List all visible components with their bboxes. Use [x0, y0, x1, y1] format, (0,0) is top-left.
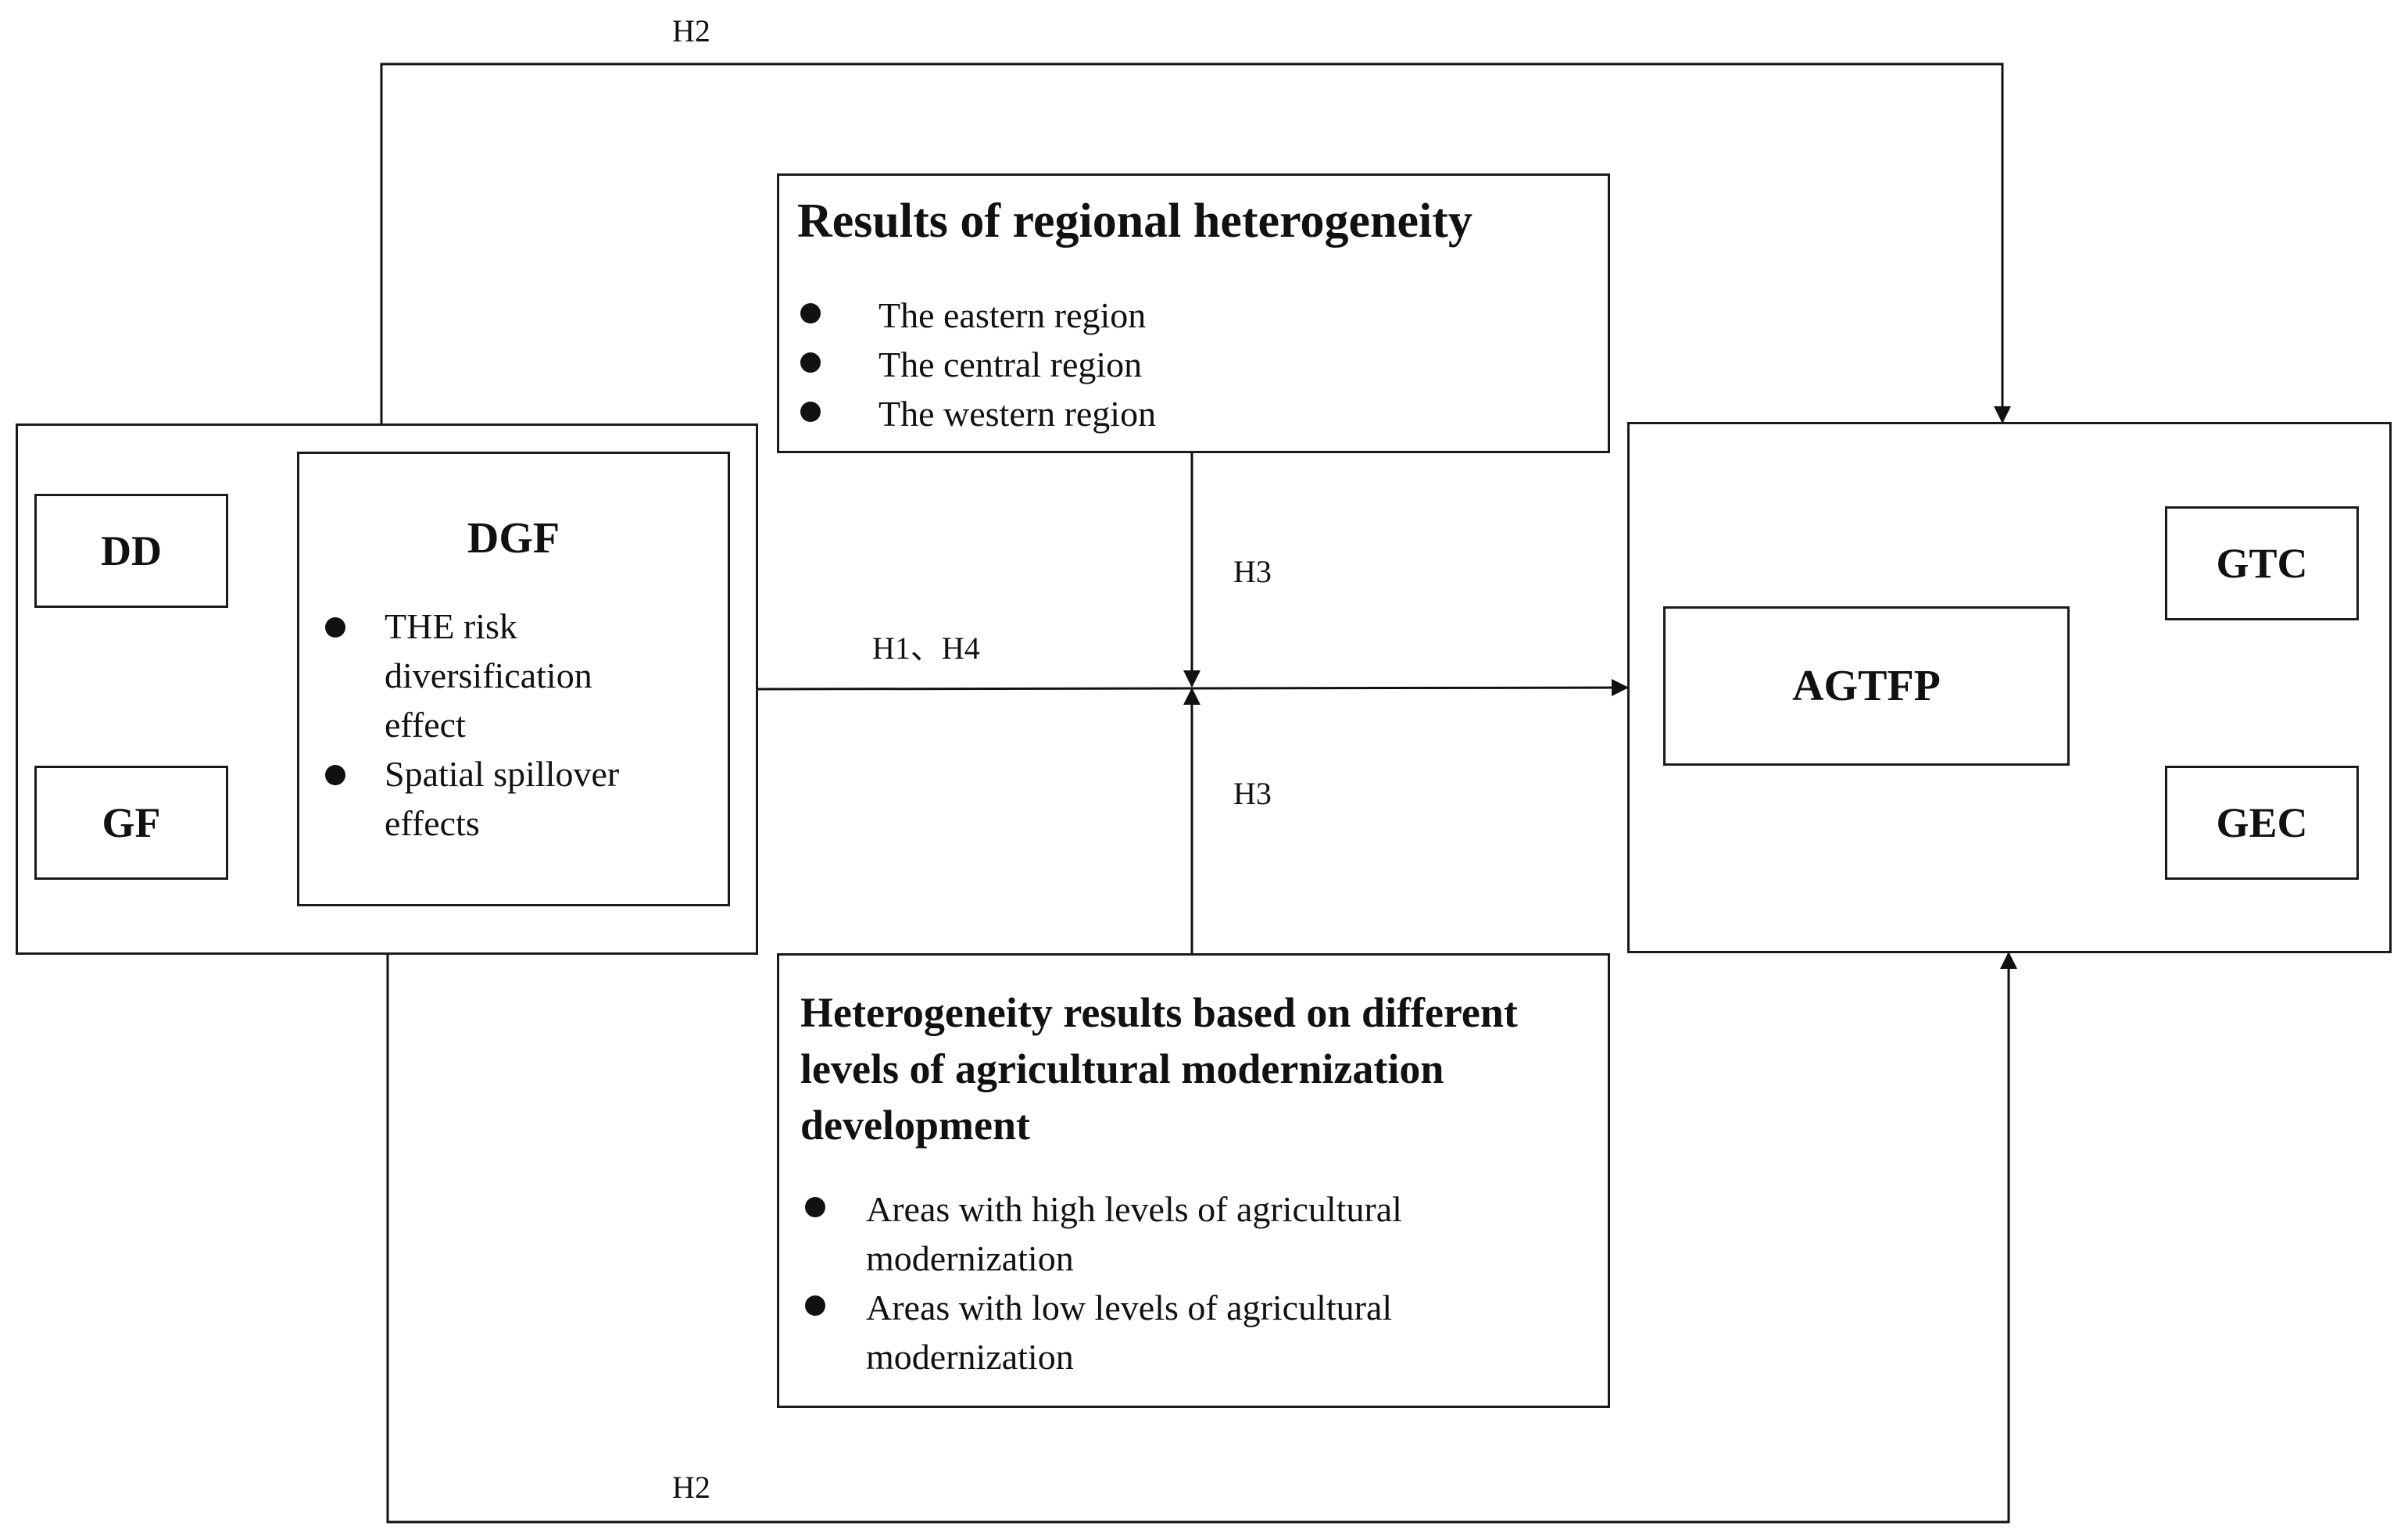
modernization-heterogeneity-box [777, 953, 1610, 1408]
regional-item: The central region [800, 340, 1582, 389]
dgf-title: DGF [467, 514, 560, 563]
regional-list: The eastern region The central region Th… [800, 291, 1582, 438]
h1-h4-label: H1、H4 [872, 631, 980, 666]
gtc-label: GTC [2216, 540, 2308, 587]
bullet-icon [800, 402, 821, 422]
regional-heterogeneity-title: Results of regional heterogeneity [797, 195, 1472, 248]
dgf-list: THE risk diversification effect Spatial … [320, 602, 711, 848]
h1-h4-connector [757, 679, 1629, 697]
h2-top-label: H2 [672, 13, 710, 48]
h3-top-label: H3 [1233, 554, 1272, 589]
gec-label: GEC [2216, 799, 2308, 846]
regional-heterogeneity-box [777, 173, 1610, 453]
modernization-item: Areas with high levels of agricultural m… [803, 1184, 1593, 1283]
regional-item: The eastern region [800, 291, 1582, 340]
dgf-box [297, 452, 730, 906]
h2-bottom-connector [386, 952, 2017, 1524]
dd-box [34, 494, 228, 608]
bullet-icon [805, 1197, 825, 1217]
dgf-item: Spatial spillover effects [320, 749, 711, 848]
h2-bottom-label: H2 [672, 1470, 710, 1505]
bullet-icon [805, 1295, 825, 1316]
dgf-item: THE risk diversification effect [320, 602, 711, 749]
bullet-icon [325, 617, 345, 638]
bullet-icon [800, 303, 821, 323]
dd-label: DD [101, 527, 162, 574]
bullet-icon [325, 765, 345, 785]
h2-top-connector [380, 63, 2011, 426]
bullet-icon [800, 352, 821, 373]
regional-item: The western region [800, 389, 1582, 438]
gec-box [2165, 766, 2359, 880]
gtc-box [2165, 506, 2359, 620]
modernization-list: Areas with high levels of agricultural m… [803, 1184, 1593, 1381]
modernization-heterogeneity-title: Heterogeneity results based on different… [800, 989, 1518, 1149]
h3-bottom-label: H3 [1233, 776, 1272, 811]
agtfp-box [1663, 606, 2070, 766]
gf-box [34, 766, 228, 880]
agtfp-label: AGTFP [1792, 662, 1941, 710]
modernization-item: Areas with low levels of agricultural mo… [803, 1283, 1593, 1381]
gf-label: GF [102, 799, 161, 846]
